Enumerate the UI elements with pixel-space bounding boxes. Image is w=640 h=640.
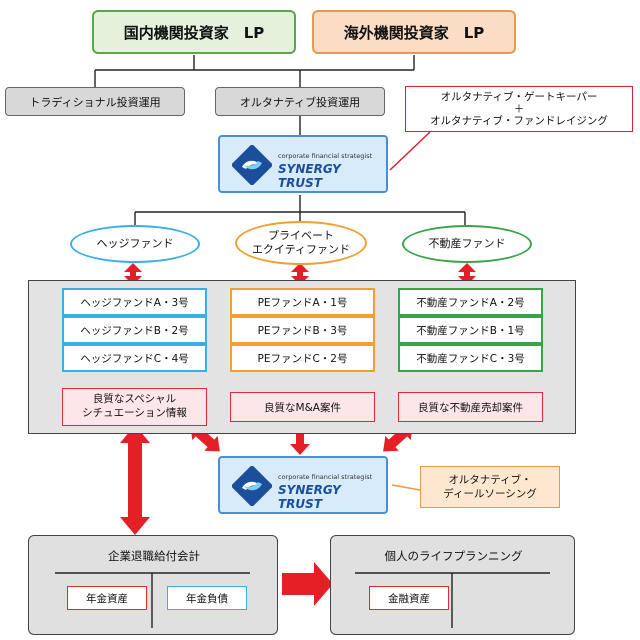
fund-realestate-a-label: 不動産ファンドA・2号: [416, 296, 525, 309]
deal-ma: 良質なM&A案件: [230, 392, 375, 422]
traditional-label: トラディショナル投資運用: [29, 95, 161, 109]
personal-planning-title: 個人のライフプランニング: [384, 549, 523, 563]
oval-real-estate-fund: 不動産ファンド: [402, 225, 532, 263]
fund-pe-a-label: PEファンドA・1号: [257, 296, 348, 309]
fund-pe-c: PEファンドC・2号: [230, 344, 375, 372]
fund-realestate-b: 不動産ファンドB・1号: [398, 316, 543, 344]
logo-name-top: SYNERGY TRUST: [278, 162, 341, 190]
fund-pe-a: PEファンドA・1号: [230, 288, 375, 316]
deal-realestate-sale-label: 良質な不動産売却案件: [418, 401, 523, 414]
pension-liabilities-box: 年金負債: [167, 586, 247, 610]
fund-hedge-b: ヘッジファンドB・2号: [62, 316, 207, 344]
fund-hedge-b-label: ヘッジファンドB・2号: [80, 324, 189, 337]
synergy-emblem-icon: [232, 145, 272, 185]
oval-hedge-label: ヘッジファンド: [96, 237, 174, 251]
fund-pe-c-label: PEファンドC・2号: [257, 352, 348, 365]
double-arrow-realestate: [458, 263, 476, 285]
fund-hedge-c: ヘッジファンドC・4号: [62, 344, 207, 372]
deal-special-situation: 良質なスペシャル シチュエーション情報: [62, 388, 207, 426]
oval-pe-label-line1: プライベート: [268, 229, 334, 243]
fund-pe-b: PEファンドB・3号: [230, 316, 375, 344]
oval-realestate-label: 不動産ファンド: [428, 237, 506, 251]
oval-pe-label-line2: エクイティファンド: [251, 243, 351, 256]
fund-pe-b-label: PEファンドB・3号: [257, 324, 348, 337]
callout-deal-sourcing: オルタナティブ・ ディールソーシング: [420, 466, 560, 508]
double-arrow-hedge: [124, 263, 142, 285]
deal-ma-label: 良質なM&A案件: [264, 401, 341, 414]
deal-realestate-sale: 良質な不動産売却案件: [398, 392, 543, 422]
callout-deal-line1: オルタナティブ・: [448, 473, 532, 486]
big-arrow-down: [120, 425, 150, 535]
traditional-box: トラディショナル投資運用: [5, 87, 185, 116]
oval-private-equity: プライベート エクイティファンド: [235, 221, 367, 265]
deal-special-line1: 良質なスペシャル: [92, 393, 177, 406]
alternative-label: オルタナティブ投資運用: [239, 95, 361, 109]
logo-tagline-top: corporate financial strategist: [278, 152, 373, 160]
domestic-lp-label: 国内機関投資家 LP: [123, 23, 265, 42]
callout-gatekeeper-line2: ＋: [513, 102, 525, 115]
deal-special-line2: シチュエーション情報: [82, 407, 187, 419]
synergy-trust-logo-top: corporate financial strategist SYNERGY T…: [218, 135, 388, 193]
callout-gatekeeper: オルタナティブ・ゲートキーパー ＋ オルタナティブ・ファンドレイジング: [405, 86, 633, 132]
pension-assets-label: 年金資産: [86, 592, 128, 605]
double-arrow-pe: [291, 263, 309, 285]
oval-hedge-fund: ヘッジファンド: [70, 225, 200, 263]
pension-liabilities-label: 年金負債: [186, 592, 228, 605]
synergy-trust-logo-bottom: corporate financial strategist SYNERGY T…: [218, 456, 388, 514]
alternative-box: オルタナティブ投資運用: [215, 87, 385, 116]
domestic-lp-box: 国内機関投資家 LP: [92, 10, 296, 54]
callout-gatekeeper-line1: オルタナティブ・ゲートキーパー: [440, 90, 598, 103]
financial-assets-label: 金融資産: [388, 592, 430, 605]
big-arrow-right: [282, 562, 333, 606]
fund-realestate-b-label: 不動産ファンドB・1号: [416, 324, 525, 337]
fund-hedge-a: ヘッジファンドA・3号: [62, 288, 207, 316]
corporate-accounting-box: 企業退職給付会計 年金資産 年金負債: [28, 535, 278, 635]
logo-tagline-bottom: corporate financial strategist: [278, 473, 373, 481]
foreign-lp-box: 海外機関投資家 LP: [312, 10, 516, 54]
fund-hedge-c-label: ヘッジファンドC・4号: [80, 352, 189, 365]
logo-name-bottom: SYNERGY TRUST: [278, 483, 341, 511]
foreign-lp-label: 海外機関投資家 LP: [343, 23, 485, 42]
personal-planning-box: 個人のライフプランニング 金融資産: [330, 535, 575, 635]
fund-hedge-a-label: ヘッジファンドA・3号: [80, 296, 189, 309]
corporate-accounting-title: 企業退職給付会計: [108, 549, 200, 563]
callout-deal-line2: ディールソーシング: [443, 488, 537, 500]
fund-realestate-c: 不動産ファンドC・3号: [398, 344, 543, 372]
fund-realestate-a: 不動産ファンドA・2号: [398, 288, 543, 316]
callout-gatekeeper-line3: オルタナティブ・ファンドレイジング: [430, 115, 608, 128]
synergy-emblem-icon: [232, 466, 272, 506]
financial-assets-box: 金融資産: [369, 586, 449, 610]
pension-assets-box: 年金資産: [67, 586, 147, 610]
fund-realestate-c-label: 不動産ファンドC・3号: [416, 352, 525, 365]
